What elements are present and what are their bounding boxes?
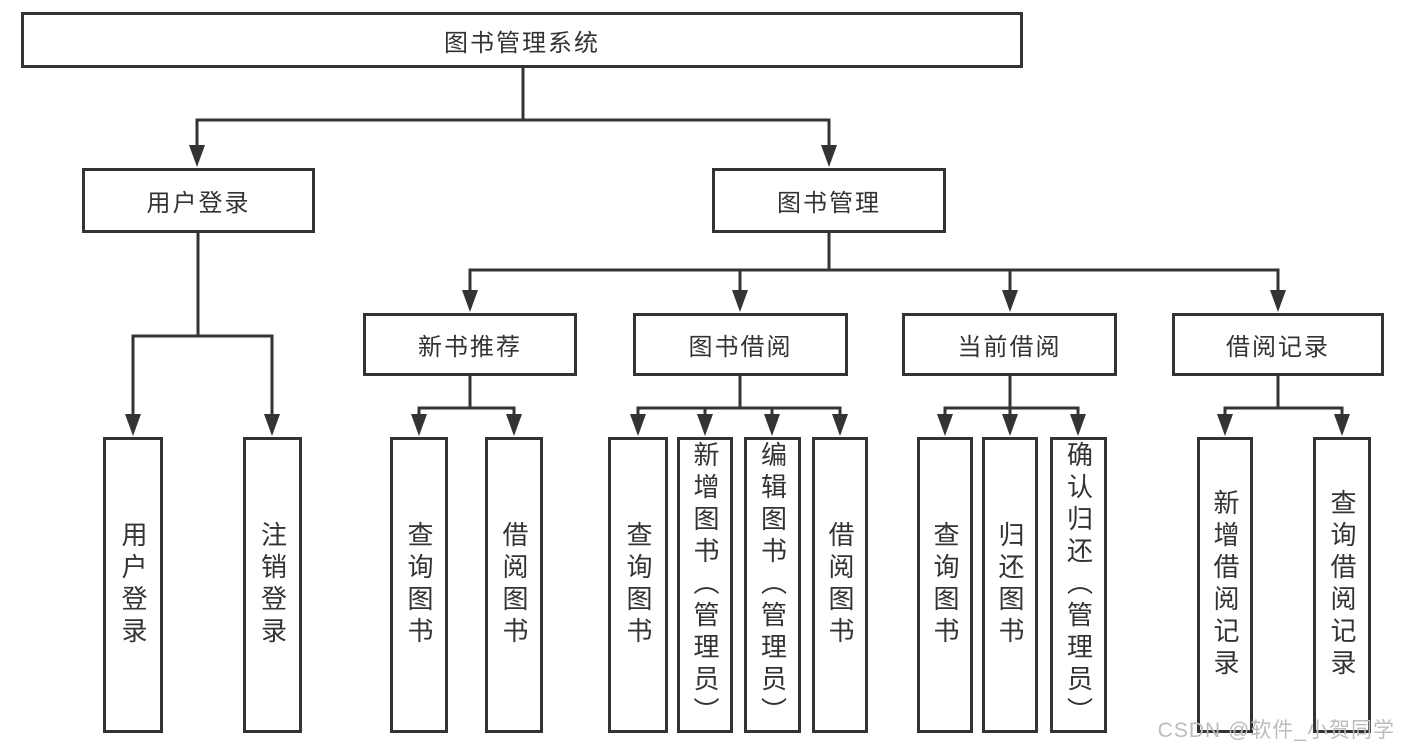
leaf-nbr-borrow-books: 借阅图书 <box>485 437 543 733</box>
arrowhead <box>1217 414 1233 436</box>
node-borrow-records: 借阅记录 <box>1172 313 1384 376</box>
arrowhead <box>832 414 848 436</box>
leaf-cb-query-books: 查询图书 <box>917 437 973 733</box>
node-root-system: 图书管理系统 <box>21 12 1023 68</box>
node-current-borrow: 当前借阅 <box>902 313 1117 376</box>
node-new-book-recommend: 新书推荐 <box>363 313 577 376</box>
arrowhead <box>732 290 748 312</box>
leaf-cb-return-books: 归还图书 <box>982 437 1038 733</box>
arrowhead <box>1002 290 1018 312</box>
arrowhead <box>264 414 280 436</box>
arrowhead <box>937 414 953 436</box>
leaf-cb-confirm-return-admin: 确认归还（管理员） <box>1050 437 1107 733</box>
arrowhead <box>125 414 141 436</box>
leaf-user-login: 用户登录 <box>103 437 163 733</box>
arrowhead <box>1270 290 1286 312</box>
leaf-br-query-borrow-record: 查询借阅记录 <box>1313 437 1371 733</box>
arrowhead <box>764 414 780 436</box>
arrowhead <box>462 290 478 312</box>
node-book-borrow: 图书借阅 <box>633 313 848 376</box>
csdn-watermark: CSDN @软件_小贺同学 <box>1157 719 1395 742</box>
arrowhead <box>630 414 646 436</box>
arrowhead <box>697 414 713 436</box>
leaf-bb-query-books: 查询图书 <box>608 437 668 733</box>
leaf-bb-add-book-admin: 新增图书（管理员） <box>677 437 733 733</box>
arrowhead <box>1070 414 1086 436</box>
node-user-login: 用户登录 <box>82 168 315 233</box>
arrowhead <box>189 145 205 167</box>
leaf-logout: 注销登录 <box>243 437 302 733</box>
leaf-nbr-query-books: 查询图书 <box>390 437 448 733</box>
leaf-bb-borrow-books: 借阅图书 <box>812 437 868 733</box>
arrowhead <box>1334 414 1350 436</box>
leaf-bb-edit-book-admin: 编辑图书（管理员） <box>744 437 801 733</box>
leaf-br-add-borrow-record: 新增借阅记录 <box>1197 437 1253 733</box>
arrowhead <box>821 145 837 167</box>
arrowhead <box>506 414 522 436</box>
arrowhead <box>1002 414 1018 436</box>
node-book-management: 图书管理 <box>712 168 946 233</box>
arrowhead <box>411 414 427 436</box>
